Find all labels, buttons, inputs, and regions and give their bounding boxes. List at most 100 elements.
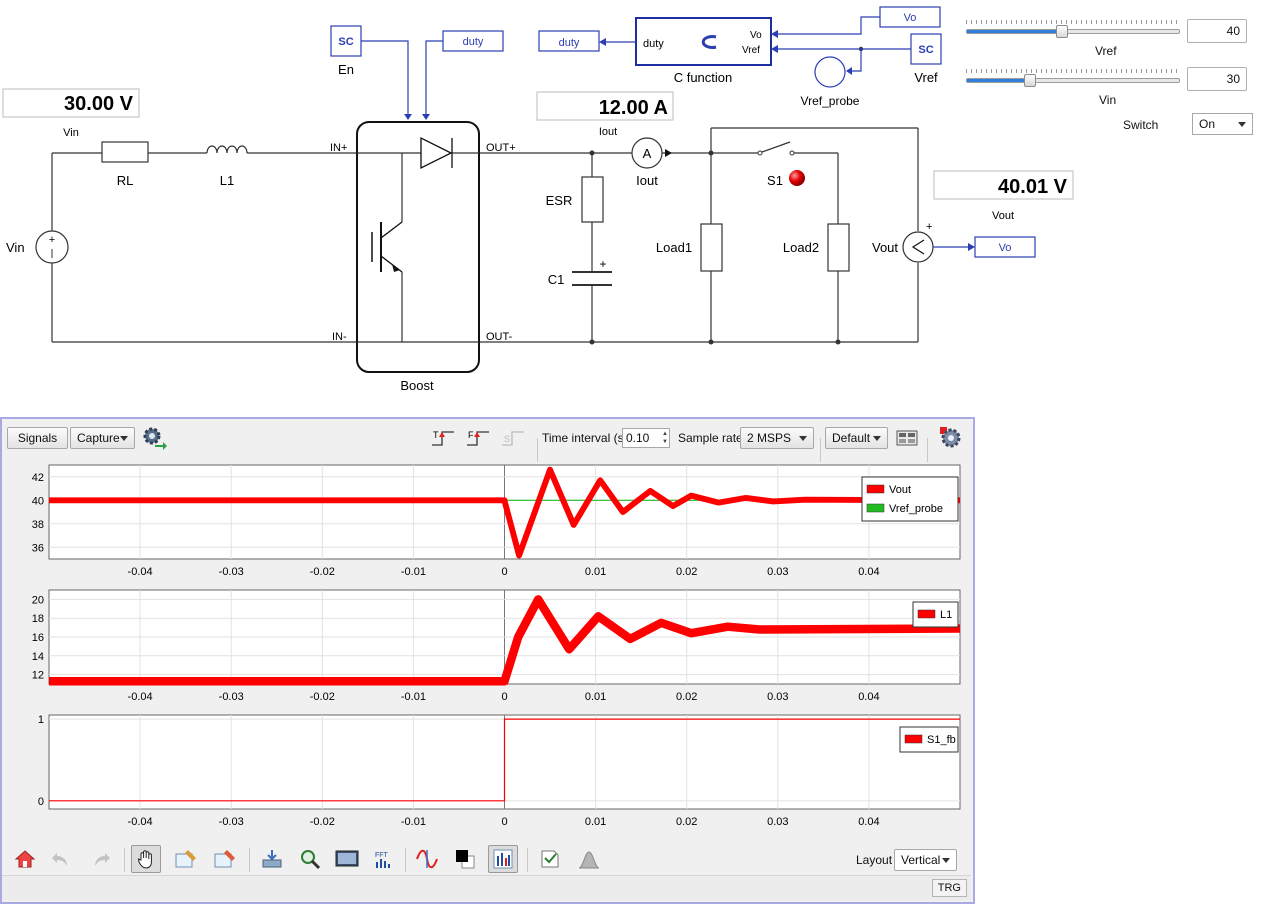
distribution-icon[interactable] bbox=[574, 845, 604, 873]
legend-toggle-icon[interactable] bbox=[488, 845, 518, 873]
x-tick-label: 0.03 bbox=[767, 566, 788, 578]
vout-display: 40.01 V bbox=[933, 170, 1074, 200]
x-tick-label: 0.03 bbox=[767, 816, 788, 828]
iout-ammeter[interactable]: A bbox=[631, 137, 672, 169]
load2-resistor[interactable] bbox=[827, 223, 850, 272]
settings-gear-icon[interactable] bbox=[139, 424, 169, 452]
schematic-canvas: + Vin RL L1 IN+ IN- OUT+ OUT- Boost SC E… bbox=[2, 6, 1074, 393]
x-tick-label: 0.01 bbox=[585, 566, 606, 578]
c1-capacitor[interactable] bbox=[572, 271, 612, 286]
trigger-single-icon[interactable]: S bbox=[498, 424, 528, 452]
vref-slider[interactable] bbox=[966, 20, 1180, 40]
vo-goto-right[interactable] bbox=[974, 236, 1036, 258]
svg-text:T: T bbox=[433, 430, 439, 440]
esr-resistor[interactable] bbox=[581, 176, 604, 223]
esr-label: ESR bbox=[546, 193, 573, 208]
redo-icon[interactable] bbox=[86, 845, 116, 873]
x-tick-label: 0 bbox=[501, 566, 507, 578]
trigger-rising-icon[interactable]: T bbox=[428, 424, 458, 452]
s1-switch[interactable] bbox=[757, 141, 795, 156]
layout-dropdown[interactable]: Vertical bbox=[894, 849, 957, 871]
y-tick-label: 18 bbox=[32, 613, 44, 625]
screenshot-icon[interactable] bbox=[332, 845, 362, 873]
x-tick-label: -0.03 bbox=[219, 566, 244, 578]
vref-slider-thumb[interactable] bbox=[1056, 25, 1069, 38]
x-tick-label: -0.02 bbox=[310, 691, 335, 703]
boost-in-plus: IN+ bbox=[330, 142, 347, 154]
fft-icon[interactable]: FFT bbox=[368, 845, 398, 873]
y-tick-label: 20 bbox=[32, 594, 44, 606]
trigger-falling-icon[interactable]: F bbox=[463, 424, 493, 452]
vout-display-value: 40.01 V bbox=[998, 176, 1068, 198]
vref-value-box[interactable]: 40 bbox=[1187, 19, 1247, 43]
waveform-style-icon[interactable] bbox=[412, 845, 442, 873]
status-bar: TRG bbox=[2, 875, 971, 900]
en-sc-block[interactable] bbox=[330, 25, 362, 57]
x-tick-label: 0 bbox=[501, 816, 507, 828]
x-tick-label: -0.02 bbox=[310, 566, 335, 578]
vref-sc-label: Vref bbox=[914, 70, 938, 85]
vin-slider-label: Vin bbox=[1099, 93, 1117, 107]
switch-label: Switch bbox=[1123, 118, 1159, 132]
export-data-icon[interactable] bbox=[536, 845, 566, 873]
s1-label: S1 bbox=[767, 173, 783, 188]
pan-hand-icon[interactable] bbox=[131, 845, 161, 873]
y-tick-label: 36 bbox=[32, 542, 44, 554]
layout-grid-icon[interactable] bbox=[893, 424, 921, 452]
scope-config-gear-icon[interactable] bbox=[935, 423, 965, 451]
home-icon[interactable] bbox=[10, 845, 40, 873]
y-tick-label: 14 bbox=[32, 651, 44, 663]
duty-goto-cf[interactable] bbox=[538, 30, 600, 52]
preset-dropdown[interactable]: Default bbox=[825, 427, 888, 449]
vref-sc-block[interactable] bbox=[910, 33, 942, 65]
rl-resistor[interactable] bbox=[101, 141, 149, 163]
switch-dropdown[interactable]: On bbox=[1192, 113, 1253, 135]
vin-slider[interactable] bbox=[966, 69, 1180, 89]
spin-arrows-icon[interactable]: ▲▼ bbox=[662, 431, 668, 445]
series-line-s1_fb bbox=[49, 718, 960, 802]
x-tick-label: -0.04 bbox=[128, 691, 153, 703]
boost-out-plus: OUT+ bbox=[486, 142, 516, 154]
load1-resistor[interactable] bbox=[700, 223, 723, 272]
undo-icon[interactable] bbox=[46, 845, 76, 873]
vout-plus-sign: + bbox=[926, 221, 932, 233]
wires bbox=[51, 127, 919, 343]
legend-label: Vout bbox=[889, 484, 911, 496]
cfunc-label: C function bbox=[674, 70, 733, 85]
duty-goto-cf-label: duty bbox=[559, 37, 580, 49]
vin-value-box[interactable]: 30 bbox=[1187, 67, 1247, 91]
y-tick-label: 42 bbox=[32, 472, 44, 484]
vin-display-label: Vin bbox=[63, 127, 79, 139]
x-tick-label: -0.01 bbox=[401, 816, 426, 828]
cursor-measure-icon[interactable] bbox=[210, 845, 240, 873]
legend-label: L1 bbox=[940, 609, 952, 621]
zoom-box-icon[interactable] bbox=[171, 845, 201, 873]
time-interval-label: Time interval (s) bbox=[542, 431, 628, 445]
sample-rate-dropdown[interactable]: 2 MSPS bbox=[740, 427, 814, 449]
vref-probe[interactable] bbox=[814, 56, 846, 88]
vout-voltmeter[interactable] bbox=[902, 231, 934, 263]
vin-source-label: Vin bbox=[6, 240, 25, 255]
vout-meter-label: Vout bbox=[872, 240, 898, 255]
vin-voltage-source[interactable]: + bbox=[35, 230, 69, 264]
save-icon[interactable] bbox=[257, 845, 287, 873]
signals-button[interactable]: Signals bbox=[7, 427, 68, 449]
zoom-fit-icon[interactable] bbox=[295, 845, 325, 873]
l1-inductor[interactable] bbox=[206, 145, 248, 154]
background-color-icon[interactable] bbox=[450, 845, 480, 873]
vin-slider-thumb[interactable] bbox=[1024, 74, 1037, 87]
x-tick-label: -0.01 bbox=[401, 566, 426, 578]
time-interval-input[interactable]: 0.10 ▲▼ bbox=[622, 428, 670, 448]
trg-indicator[interactable]: TRG bbox=[931, 879, 967, 897]
legend-box bbox=[861, 476, 959, 522]
capture-dropdown[interactable]: Capture bbox=[70, 427, 135, 449]
y-tick-label: 16 bbox=[32, 632, 44, 644]
x-tick-label: -0.04 bbox=[128, 816, 153, 828]
x-tick-label: -0.04 bbox=[128, 566, 153, 578]
boost-converter-block[interactable] bbox=[356, 121, 480, 373]
svg-text:FFT: FFT bbox=[375, 852, 389, 859]
x-tick-label: 0.02 bbox=[676, 691, 697, 703]
